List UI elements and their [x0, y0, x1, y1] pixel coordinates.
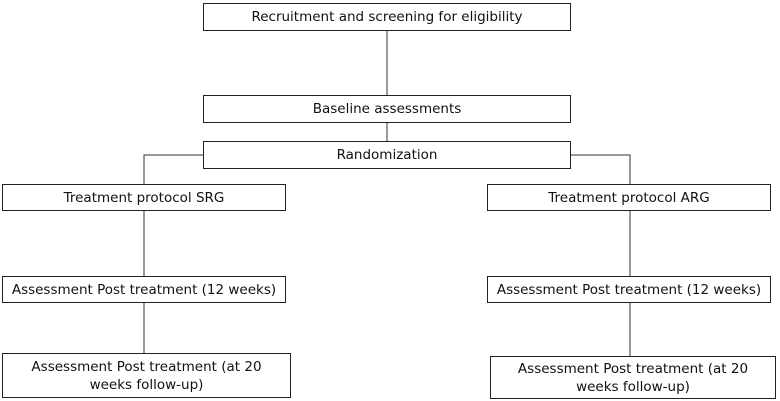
recruitment-screening-box: Recruitment and screening for eligibilit…: [203, 3, 571, 31]
srg-treatment-protocol-box: Treatment protocol SRG: [2, 184, 286, 211]
randomization-box: Randomization: [203, 141, 571, 169]
arg-treatment-protocol-box: Treatment protocol ARG: [487, 184, 771, 211]
arg-assessment-12-weeks-box: Assessment Post treatment (12 weeks): [487, 276, 771, 303]
connector-randomization-srg: [143, 154, 203, 184]
arg-assessment-20-weeks-box: Assessment Post treatment (at 20 weeks f…: [490, 356, 776, 399]
baseline-assessments-box: Baseline assessments: [203, 95, 571, 123]
srg-assessment-12-weeks-box: Assessment Post treatment (12 weeks): [2, 276, 286, 303]
connector-randomization-arg: [571, 154, 631, 184]
srg-assessment-20-weeks-box: Assessment Post treatment (at 20 weeks f…: [2, 353, 291, 398]
